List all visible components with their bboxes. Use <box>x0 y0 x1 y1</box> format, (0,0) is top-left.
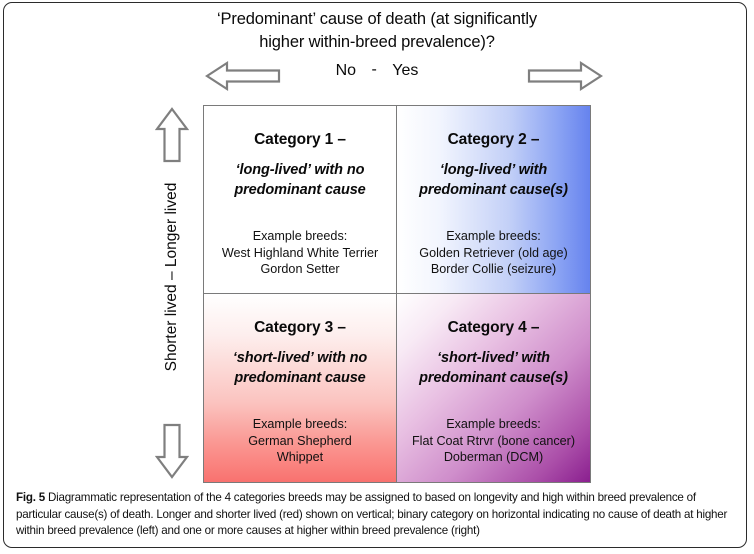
category-2-subtitle-line-1: ‘long-lived’ with <box>439 162 548 178</box>
category-1-title: Category 1 – <box>254 131 346 148</box>
category-4-subtitle-line-2: predominant cause(s) <box>419 370 568 386</box>
quadrant-category-3: Category 3 – ‘short-lived’ with no predo… <box>204 294 397 482</box>
category-3-title: Category 3 – <box>254 319 346 336</box>
category-2-subtitle: ‘long-lived’ with predominant cause(s) <box>405 160 582 200</box>
category-2-examples: Example breeds: Golden Retriever (old ag… <box>405 228 582 278</box>
category-2-example-1: Golden Retriever (old age) <box>419 245 568 260</box>
category-1-subtitle-line-1: ‘long-lived’ with no <box>235 162 365 178</box>
category-4-examples: Example breeds: Flat Coat Rtrvr (bone ca… <box>405 416 582 466</box>
figure-caption-text: Diagrammatic representation of the 4 cat… <box>16 491 728 537</box>
arrow-right-icon <box>527 60 603 92</box>
category-3-subtitle-line-1: ‘short-lived’ with no <box>232 350 368 366</box>
axis-label-separator: - <box>371 61 377 78</box>
category-1-example-1: West Highland White Terrier <box>221 245 379 260</box>
axis-label-yes: Yes <box>392 62 419 79</box>
arrow-up-icon <box>155 107 189 163</box>
category-1-example-2: Gordon Setter <box>260 262 340 276</box>
category-2-examples-heading: Example breeds: <box>446 229 541 243</box>
category-3-example-1: German Shepherd <box>248 433 352 448</box>
figure-caption: Fig. 5 Diagrammatic representation of th… <box>16 490 734 540</box>
category-3-subtitle: ‘short-lived’ with no predominant cause <box>212 348 388 388</box>
category-4-subtitle: ‘short-lived’ with predominant cause(s) <box>405 348 582 388</box>
arrow-down-icon <box>155 423 189 479</box>
category-1-subtitle-line-2: predominant cause <box>234 182 366 198</box>
vertical-axis: Shorter lived – Longer lived <box>142 105 202 483</box>
category-4-examples-heading: Example breeds: <box>446 417 541 431</box>
category-4-example-1: Flat Coat Rtrvr (bone cancer) <box>411 433 576 448</box>
category-2-subtitle-line-2: predominant cause(s) <box>419 182 568 198</box>
category-4-title: Category 4 – <box>447 319 540 336</box>
category-3-examples: Example breeds: German Shepherd Whippet <box>212 416 388 466</box>
axis-label-no: No <box>335 62 357 79</box>
category-4-example-2: Doberman (DCM) <box>443 450 544 464</box>
category-2-title: Category 2 – <box>447 131 540 148</box>
horizontal-axis-labels: No - Yes <box>0 61 754 80</box>
category-1-examples: Example breeds: West Highland White Terr… <box>212 228 388 278</box>
horizontal-axis: No - Yes <box>0 58 754 92</box>
quadrant-category-1: Category 1 – ‘long-lived’ with no predom… <box>204 106 397 294</box>
arrow-left-icon <box>205 60 281 92</box>
category-3-example-2: Whippet <box>276 450 324 464</box>
category-1-examples-heading: Example breeds: <box>252 229 348 243</box>
vertical-axis-label: Shorter lived – Longer lived <box>163 182 180 372</box>
category-2-example-2: Border Collie (seizure) <box>430 262 557 276</box>
quadrant-category-2: Category 2 – ‘long-lived’ with predomina… <box>397 106 590 294</box>
header-question-line-2: higher within-breed prevalence)? <box>259 33 495 51</box>
quadrant-category-4: Category 4 – ‘short-lived’ with predomin… <box>397 294 590 482</box>
figure-header: ‘Predominant’ cause of death (at signifi… <box>0 8 754 54</box>
figure-caption-label: Fig. 5 <box>16 491 45 504</box>
category-3-examples-heading: Example breeds: <box>252 417 348 431</box>
category-1-subtitle: ‘long-lived’ with no predominant cause <box>212 160 388 200</box>
header-question: ‘Predominant’ cause of death (at signifi… <box>0 8 754 54</box>
category-3-subtitle-line-2: predominant cause <box>234 370 366 386</box>
category-matrix: Category 1 – ‘long-lived’ with no predom… <box>203 105 591 483</box>
category-4-subtitle-line-1: ‘short-lived’ with <box>437 350 550 366</box>
header-question-line-1: ‘Predominant’ cause of death (at signifi… <box>217 10 537 28</box>
